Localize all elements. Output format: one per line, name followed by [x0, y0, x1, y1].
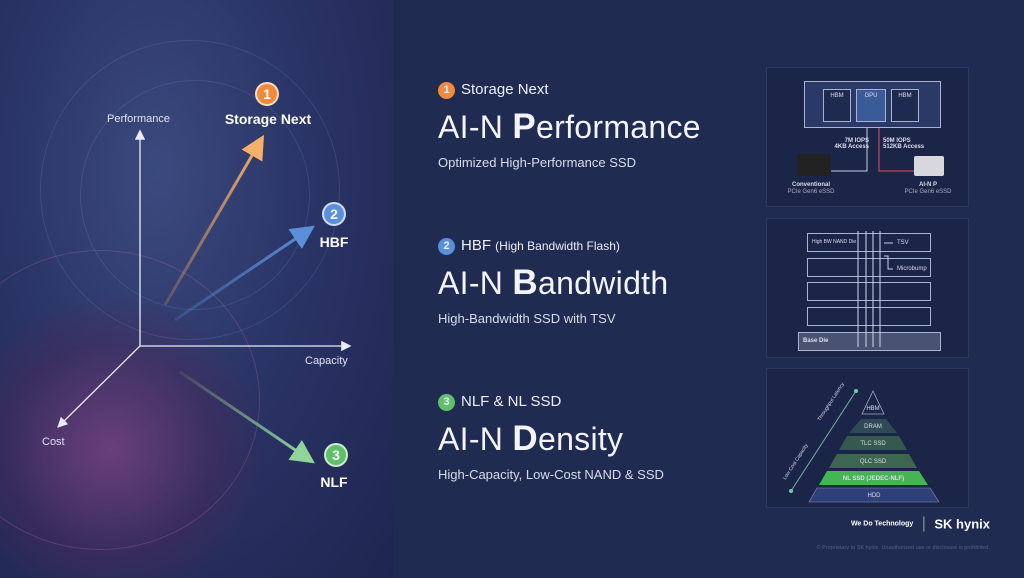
performance-axis-label: Performance: [107, 113, 170, 125]
section-heading: AI-N Bandwidth: [438, 262, 669, 302]
section-subtitle: High-Capacity, Low-Cost NAND & SSD: [438, 466, 664, 482]
conventional-ssd-icon: [797, 154, 831, 176]
badge-2: 2: [322, 202, 346, 226]
storage-next-arrow: [163, 134, 265, 306]
nand-die: [807, 258, 931, 277]
nand-die: [807, 282, 931, 301]
badge-3: 3: [438, 393, 455, 411]
nand-die: [807, 307, 931, 326]
cost-axis: [57, 345, 141, 428]
microbump-label: Microbump: [897, 266, 927, 272]
vector-diagram: [57, 129, 352, 464]
section-hbf: 2 HBF (High Bandwidth Flash) AI-N Bandwid…: [438, 237, 668, 326]
conventional-label: Conventional: [791, 182, 830, 188]
badge-1: 1: [438, 81, 455, 99]
tier-label: TLC SSD: [860, 441, 886, 447]
hbm-right: HBM: [891, 89, 919, 122]
tier-label: DRAM: [864, 424, 882, 430]
badge-3: 3: [324, 443, 348, 467]
section-heading: AI-N Density: [438, 418, 624, 458]
badge-2: 2: [438, 237, 455, 255]
tier-hbm: [861, 390, 885, 415]
nlf-label: NLF: [320, 474, 348, 490]
section-nlf: 3 NLF & NL SSD AI-N Density High-Capacity…: [438, 393, 664, 482]
connection-lines: [827, 128, 917, 172]
nand-die: High BW NAND Die: [807, 233, 931, 252]
gpu: GPU: [856, 89, 886, 122]
ai-n-p-ssd-icon: [914, 156, 944, 176]
base-die: Base Die: [798, 332, 941, 351]
tier-label: HDD: [867, 493, 881, 499]
section-title: Storage Next: [461, 81, 549, 98]
tier-qlc: [829, 454, 917, 468]
section-title: HBF: [461, 237, 491, 254]
panel-pyramid-diagram: HBM DRAM TLC SSD QLC SSD NL SSD (JEDEC-N…: [766, 368, 969, 508]
tsv-label: TSV: [897, 240, 909, 246]
tsv-lines: [857, 231, 893, 347]
tier-label: HBM: [866, 406, 880, 412]
hbf-arrow: [174, 225, 315, 322]
section-subtitle: High-Bandwidth SSD with TSV: [438, 310, 616, 326]
pyramid: [789, 389, 940, 503]
axis-line: [790, 390, 857, 492]
storage-next-label: Storage Next: [224, 111, 312, 127]
section-storage-next: 1 Storage Next AI-N Performance Optimized…: [438, 81, 701, 170]
panel-performance-diagram: HBM GPU HBM 7M IOPS 4KB Access 50M IOPS …: [766, 67, 969, 207]
cost-axis-label: Cost: [42, 436, 65, 448]
tier-hdd: [808, 487, 940, 503]
tier-nl-ssd: [819, 471, 928, 485]
section-subtitle: Optimized High-Performance SSD: [438, 154, 636, 170]
ai-n-p-label: AI-N P: [919, 182, 937, 188]
hbm-left: HBM: [823, 89, 851, 122]
ai-n-p-sublabel: PCIe Gen6 eSSD: [904, 189, 952, 195]
nlf-arrow: [179, 370, 315, 464]
tier-label: QLC SSD: [859, 459, 887, 465]
tagline: We Do Technology: [850, 520, 914, 528]
footer: We Do Technology | SK hynix: [850, 515, 990, 532]
tier-label: NL SSD (JEDEC-NLF): [842, 476, 905, 482]
badge-1: 1: [255, 82, 279, 106]
hbf-label: HBF: [319, 234, 349, 250]
capacity-axis-label: Capacity: [305, 355, 348, 367]
conventional-sublabel: PCIe Gen6 eSSD: [787, 189, 835, 195]
section-heading: AI-N Performance: [438, 106, 701, 146]
right-spec: 50M IOPS 512KB Access: [883, 138, 925, 150]
tier-tlc: [839, 436, 907, 450]
section-title: NLF & NL SSD: [461, 393, 562, 410]
copyright-notice: © Proprietary to SK hynix. Unauthorized …: [816, 545, 990, 551]
sk-hynix-logo: SK hynix: [934, 516, 990, 532]
left-spec: 7M IOPS 4KB Access: [834, 138, 869, 150]
panel-hbf-diagram: High BW NAND Die Base Die TSV Microbump: [766, 218, 969, 358]
section-title-note: (High Bandwidth Flash): [495, 239, 620, 253]
tier-dram: [849, 419, 897, 433]
